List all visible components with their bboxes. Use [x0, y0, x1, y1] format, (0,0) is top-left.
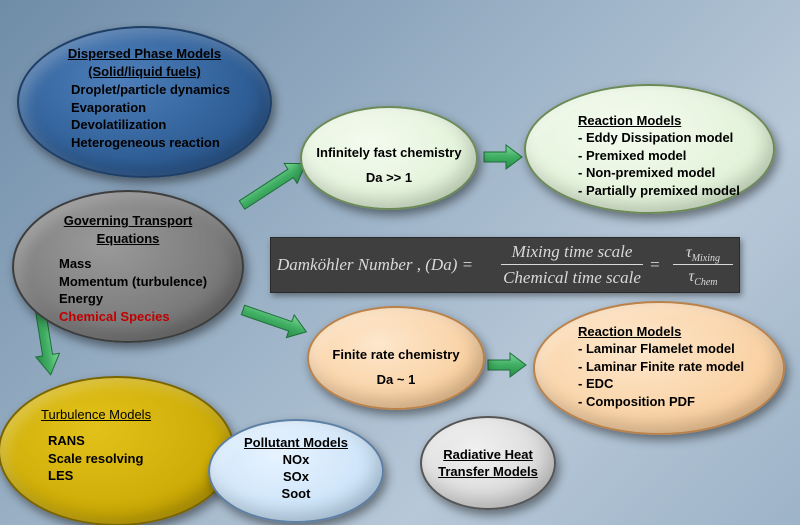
pollutant-title: Pollutant Models [244, 435, 348, 450]
arrow-fast-to-reaction [483, 144, 523, 170]
governing-item-list: Mass Momentum (turbulence) Energy Chemic… [59, 255, 207, 325]
reaction-model-item: - Laminar Flamelet model [578, 341, 735, 356]
formula-fraction-time-scales: Mixing time scale Chemical time scale [501, 241, 643, 289]
dispersed-item: Devolatilization [71, 117, 167, 132]
reaction-model-item: - Partially premixed model [578, 182, 740, 198]
fraction-bar [673, 264, 733, 265]
formula-fraction-tau: τMixing τChem [673, 243, 733, 289]
dispersed-item: Droplet/particle dynamics [71, 82, 230, 97]
reaction-models-finite-list: - Laminar Flamelet model - Laminar Finit… [578, 340, 744, 410]
dispersed-item: Heterogeneous reaction [71, 134, 220, 150]
radiative-title-line1: Radiative Heat [443, 447, 533, 462]
governing-item-chemical-species: Chemical Species [59, 308, 170, 324]
reaction-model-item: - Non-premixed model [578, 165, 716, 180]
turbulence-item-list: RANS Scale resolving LES [48, 432, 143, 485]
tau-chem-subscript: Chem [694, 277, 718, 289]
formula-equals: = [649, 255, 661, 274]
turbulence-item: RANS [48, 433, 85, 448]
reaction-models-finite-node: Reaction Models - Laminar Flamelet model… [533, 301, 785, 435]
turbulence-models-node: Turbulence Models RANS Scale resolving L… [0, 376, 235, 525]
tau-symbol: τ [688, 268, 695, 285]
radiative-title-line2: Transfer Models [438, 464, 538, 479]
reaction-model-item: - Eddy Dissipation model [578, 130, 734, 145]
reaction-model-item: - Laminar Finite rate model [578, 358, 745, 374]
damkohler-formula: Damköhler Number , (Da) = Mixing time sc… [270, 237, 740, 293]
dispersed-title-line2: (Solid/liquid fuels) [88, 64, 201, 79]
governing-title-line1: Governing Transport [63, 213, 193, 228]
formula-tau-denominator: τChem [673, 267, 733, 289]
dispersed-item: Evaporation [71, 99, 147, 115]
governing-title-line2: Equations [96, 231, 160, 246]
dispersed-title-line1: Dispersed Phase Models [67, 46, 222, 61]
dispersed-phase-models-node: Dispersed Phase Models (Solid/liquid fue… [17, 26, 272, 178]
pollutant-item: SOx [282, 469, 309, 484]
fast-chemistry-condition: Da >> 1 [365, 170, 413, 185]
tau-symbol: τ [685, 244, 692, 261]
turbulence-item: Scale resolving [48, 450, 144, 466]
formula-denominator: Chemical time scale [503, 268, 641, 287]
dispersed-item-list: Droplet/particle dynamics Evaporation De… [71, 81, 230, 151]
reaction-models-finite-title: Reaction Models [578, 324, 682, 339]
finite-rate-chemistry-node: Finite rate chemistry Da ~ 1 [307, 306, 485, 410]
pollutant-models-node: Pollutant Models NOx SOx Soot [208, 419, 384, 523]
formula-tau-numerator: τMixing [673, 243, 733, 265]
reaction-model-item: - Premixed model [578, 147, 687, 163]
reaction-model-item: - EDC [578, 376, 614, 391]
governing-item: Momentum (turbulence) [59, 273, 208, 289]
reaction-models-fast-list: - Eddy Dissipation model - Premixed mode… [578, 129, 740, 199]
governing-item: Mass [59, 256, 92, 271]
fraction-bar [501, 264, 643, 265]
pollutant-item: NOx [282, 452, 310, 467]
turbulence-title: Turbulence Models [41, 407, 152, 422]
reaction-models-fast-node: Reaction Models - Eddy Dissipation model… [524, 84, 775, 214]
tau-mixing-subscript: Mixing [691, 253, 721, 265]
fast-chemistry-label: Infinitely fast chemistry [316, 145, 462, 160]
governing-equations-node: Governing Transport Equations Mass Momen… [12, 190, 244, 343]
turbulence-item: LES [48, 468, 74, 483]
governing-item: Energy [59, 291, 104, 306]
arrow-governing-to-finite [240, 304, 308, 339]
finite-chemistry-label: Finite rate chemistry [332, 347, 460, 362]
finite-chemistry-condition: Da ~ 1 [376, 372, 416, 387]
formula-numerator: Mixing time scale [511, 242, 633, 261]
formula-lhs: Damköhler Number , (Da) = [277, 255, 474, 274]
pollutant-item: Soot [281, 486, 311, 501]
radiative-heat-transfer-node: Radiative Heat Transfer Models [420, 416, 556, 510]
reaction-model-item: - Composition PDF [578, 393, 695, 409]
reaction-models-fast-title: Reaction Models [578, 113, 682, 128]
arrow-finite-to-reaction [487, 352, 527, 378]
infinitely-fast-chemistry-node: Infinitely fast chemistry Da >> 1 [300, 106, 478, 210]
